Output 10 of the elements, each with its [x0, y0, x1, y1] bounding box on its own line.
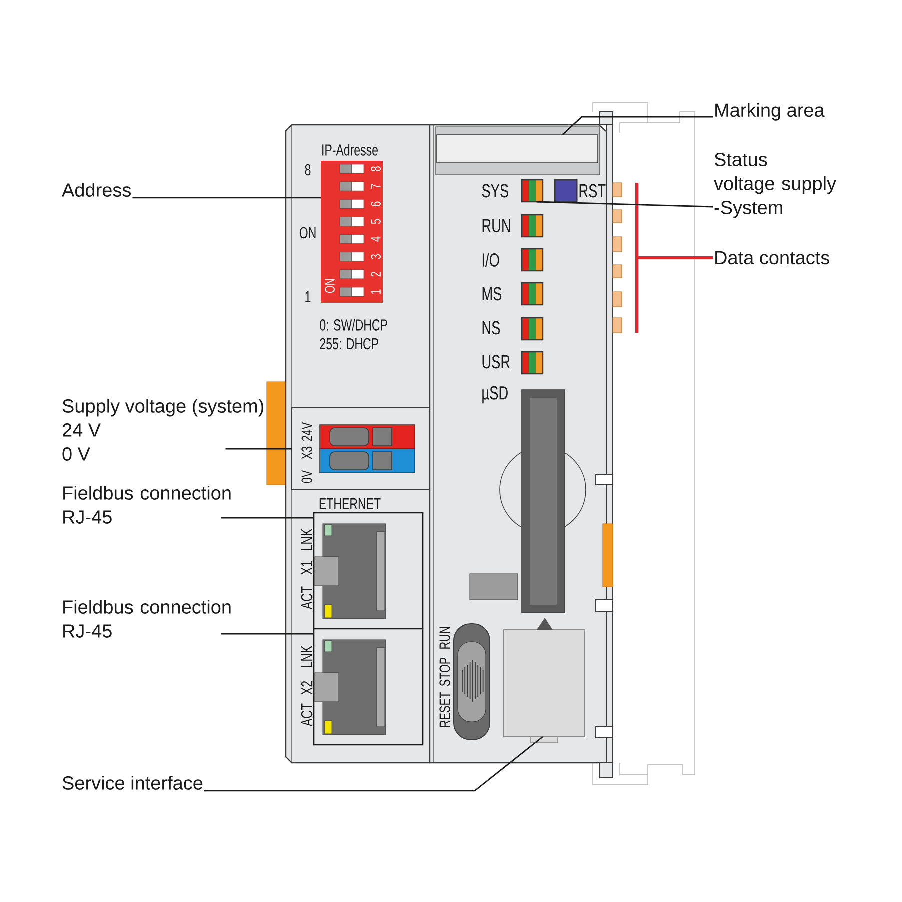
- callout-label: Marking area: [716, 103, 825, 121]
- callout-label: Status voltage supply -System: [714, 153, 836, 218]
- callout-label: Fieldbus connection RJ-45: [64, 600, 231, 638]
- callout-label: Address: [62, 183, 131, 197]
- callout-label: Fieldbus connection RJ-45: [64, 486, 231, 524]
- callout-label: Supply voltage (system) 24 V 0 V: [62, 399, 264, 461]
- callout-label: Data contacts: [716, 251, 830, 265]
- callout-label: Service interface: [62, 776, 203, 790]
- leader-line: [132, 197, 321, 199]
- leader-line: [637, 256, 713, 260]
